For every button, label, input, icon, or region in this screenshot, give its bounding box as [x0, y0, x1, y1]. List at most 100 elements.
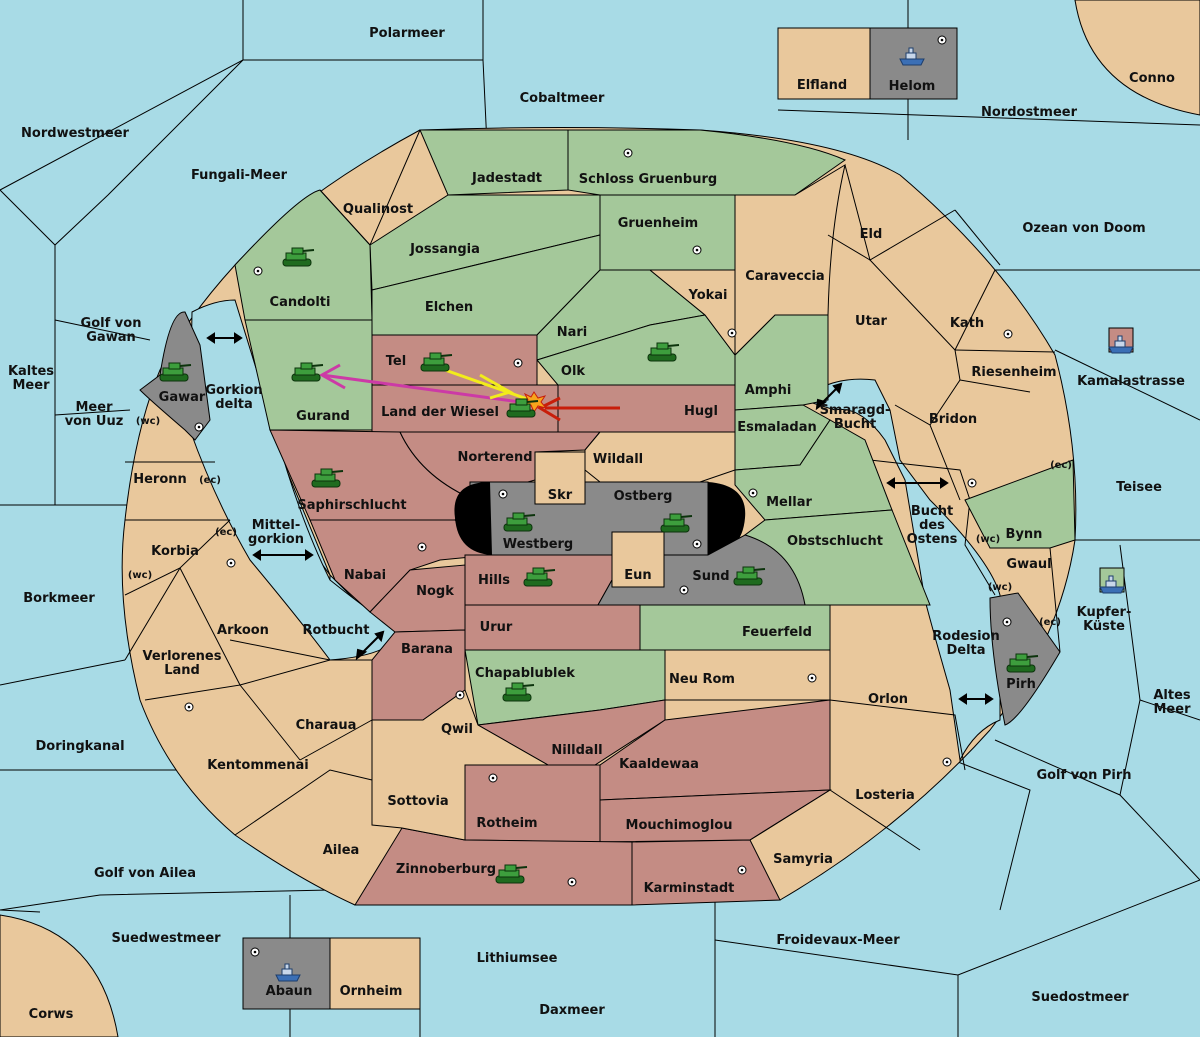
tank-icon[interactable]	[159, 362, 192, 382]
supply-center-icon	[1003, 329, 1013, 339]
tank-icon[interactable]	[503, 512, 536, 532]
tank-icon[interactable]	[495, 864, 528, 884]
label-ec: (ec)	[199, 475, 221, 486]
label-ailea: Ailea	[323, 843, 360, 858]
label-bynn: Bynn	[1006, 527, 1043, 542]
supply-center-icon	[250, 947, 260, 957]
battleship-icon[interactable]	[1099, 575, 1125, 594]
label-gruenheim: Gruenheim	[618, 216, 698, 231]
supply-center-icon	[226, 558, 236, 568]
supply-center-icon	[937, 35, 947, 45]
label-obstschlucht: Obstschlucht	[787, 534, 883, 549]
label-polarmeer: Polarmeer	[369, 26, 445, 41]
tank-icon[interactable]	[660, 513, 693, 533]
label-yokai: Yokai	[687, 288, 727, 303]
label-riesenheim: Riesenheim	[971, 365, 1056, 380]
tank-icon[interactable]	[291, 362, 324, 382]
tank-icon[interactable]	[506, 398, 539, 418]
tank-icon[interactable]	[1006, 653, 1039, 673]
label-rotheim: Rotheim	[476, 816, 537, 831]
label-nogk: Nogk	[416, 584, 454, 599]
label-ec: (ec)	[1050, 460, 1072, 471]
supply-center-icon	[498, 489, 508, 499]
label-wc: (wc)	[988, 582, 1012, 593]
tank-icon[interactable]	[523, 567, 556, 587]
label-charaua: Charaua	[296, 718, 357, 733]
label-jossangia: Jossangia	[409, 242, 480, 257]
label-orlon: Orlon	[868, 692, 908, 707]
label-utar: Utar	[855, 314, 888, 329]
label-nilldall: Nilldall	[551, 743, 602, 758]
supply-center-icon	[253, 266, 263, 276]
supply-center-icon	[967, 478, 977, 488]
tank-icon[interactable]	[420, 352, 453, 372]
label-skr: Skr	[548, 488, 573, 503]
tank-icon[interactable]	[733, 566, 766, 586]
label-heronn: Heronn	[133, 472, 187, 487]
label-saphir: Saphirschlucht	[297, 498, 406, 513]
label-wildall: Wildall	[593, 452, 643, 467]
label-cobaltmeer: Cobaltmeer	[520, 91, 605, 106]
tank-icon[interactable]	[311, 468, 344, 488]
label-kaaldewaa: Kaaldewaa	[619, 757, 699, 772]
supply-center-icon	[727, 328, 737, 338]
label-nabai: Nabai	[344, 568, 386, 583]
battleship-icon[interactable]	[275, 963, 301, 982]
supply-center-icon	[692, 245, 702, 255]
label-golf_ailea: Golf von Ailea	[94, 866, 196, 881]
label-losteria: Losteria	[855, 788, 915, 803]
label-qualinost: Qualinost	[343, 202, 413, 217]
label-corws: Corws	[29, 1007, 74, 1022]
label-neu_rom: Neu Rom	[669, 672, 735, 687]
label-hugl: Hugl	[684, 404, 718, 419]
label-gurand: Gurand	[296, 409, 350, 424]
label-urur: Urur	[480, 620, 513, 635]
label-mellar: Mellar	[766, 495, 812, 510]
label-sund: Sund	[692, 569, 729, 584]
adjacency-arrows	[206, 332, 994, 705]
label-eld: Eld	[860, 227, 883, 242]
label-ec: (ec)	[215, 527, 237, 538]
label-doringkanal: Doringkanal	[35, 739, 124, 754]
supply-center-icon	[455, 690, 465, 700]
label-kath: Kath	[950, 316, 984, 331]
label-rotbucht: Rotbucht	[303, 623, 370, 638]
label-norterend: Norterend	[457, 450, 532, 465]
label-sottovia: Sottovia	[387, 794, 448, 809]
label-elfland: Elfland	[797, 78, 847, 93]
supply-center-icon	[567, 877, 577, 887]
label-wc: (wc)	[976, 534, 1000, 545]
land-borders	[124, 129, 1061, 851]
label-pirh: Pirh	[1006, 677, 1036, 692]
label-ornheim: Ornheim	[340, 984, 403, 999]
label-bridon: Bridon	[929, 412, 977, 427]
tank-icon[interactable]	[502, 682, 535, 702]
label-lithiumsee: Lithiumsee	[477, 951, 558, 966]
label-gwaul: Gwaul	[1006, 557, 1051, 572]
supply-center-icon	[513, 358, 523, 368]
supply-center-icon	[679, 585, 689, 595]
label-zinnoberburg: Zinnoberburg	[396, 862, 496, 877]
label-westberg: Westberg	[503, 537, 573, 552]
label-kentommenai: Kentommenai	[207, 758, 308, 773]
label-samyria: Samyria	[773, 852, 833, 867]
tank-icon[interactable]	[647, 342, 680, 362]
tank-icon[interactable]	[282, 247, 315, 267]
label-eun: Eun	[624, 568, 651, 583]
supply-center-icon	[942, 757, 952, 767]
battleship-icon[interactable]	[1108, 335, 1134, 354]
label-nordostmeer: Nordostmeer	[981, 105, 1078, 120]
label-korbia: Korbia	[151, 544, 199, 559]
label-caraveccia: Caraveccia	[745, 269, 824, 284]
battleship-icon[interactable]	[899, 47, 925, 66]
label-golf_pirh: Golf von Pirh	[1036, 768, 1131, 783]
label-amphi: Amphi	[745, 383, 792, 398]
label-candolti: Candolti	[270, 295, 331, 310]
